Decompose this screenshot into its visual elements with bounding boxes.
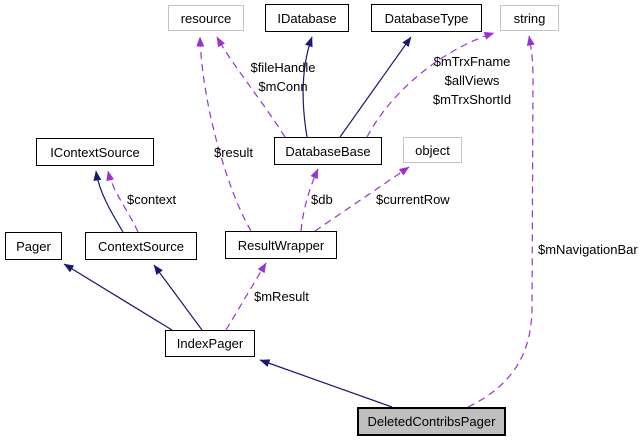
edge-deletedcontribspager-indexpager <box>259 359 393 408</box>
edge-label-currentrow: $currentRow <box>376 192 450 207</box>
edge-label-line: $mTrxShortId <box>432 92 512 107</box>
edge-label-result: $result <box>214 145 254 160</box>
edge-indexpager-contextsource <box>153 264 203 331</box>
edge-label-context: $context <box>127 192 177 207</box>
edge-databasebase-string <box>366 32 495 138</box>
node-pager[interactable]: Pager <box>5 232 62 260</box>
node-resource: resource <box>168 5 244 31</box>
edge-label-line: $fileHandle <box>250 60 316 75</box>
edge-label-filehandle-mconn: $fileHandle $mConn <box>236 58 330 96</box>
edge-label-db: $db <box>311 192 333 207</box>
node-contextsource[interactable]: ContextSource <box>85 232 197 260</box>
edge-indexpager-resultwrapper <box>225 262 267 331</box>
edge-resultwrapper-databasebase <box>300 168 319 232</box>
node-databasetype[interactable]: DatabaseType <box>371 4 482 32</box>
node-string: string <box>500 5 559 31</box>
edge-label-mresult: $mResult <box>254 289 309 304</box>
edge-indexpager-pager <box>63 263 173 331</box>
edge-resultwrapper-resource <box>196 36 252 232</box>
node-indexpager[interactable]: IndexPager <box>165 330 255 357</box>
edge-databasebase-resource <box>216 36 286 138</box>
node-idatabase[interactable]: IDatabase <box>265 4 349 32</box>
edge-label-line: $mTrxFname <box>433 54 511 69</box>
edge-databasebase-idatabase <box>302 36 313 138</box>
edge-deletedcontribspager-string <box>467 35 535 408</box>
node-icontextsource[interactable]: IContextSource <box>36 138 154 166</box>
edge-label-line: $mConn <box>258 79 308 94</box>
edge-contextsource-icontextsource <box>93 170 124 233</box>
edge-label-mnavigationbar: $mNavigationBar <box>538 242 638 257</box>
edge-databasebase-databasetype <box>339 36 412 138</box>
edge-resultwrapper-object <box>314 166 410 232</box>
node-deletedcontribspager: DeletedContribsPager <box>357 407 506 436</box>
edge-contextsource-icontextsource-usage <box>106 170 139 233</box>
edge-label-trx-strings: $mTrxFname $allViews $mTrxShortId <box>418 52 526 109</box>
edge-label-line: $allViews <box>444 73 500 88</box>
node-object: object <box>403 137 462 163</box>
node-databasebase[interactable]: DatabaseBase <box>274 137 382 165</box>
node-resultwrapper[interactable]: ResultWrapper <box>225 231 337 259</box>
